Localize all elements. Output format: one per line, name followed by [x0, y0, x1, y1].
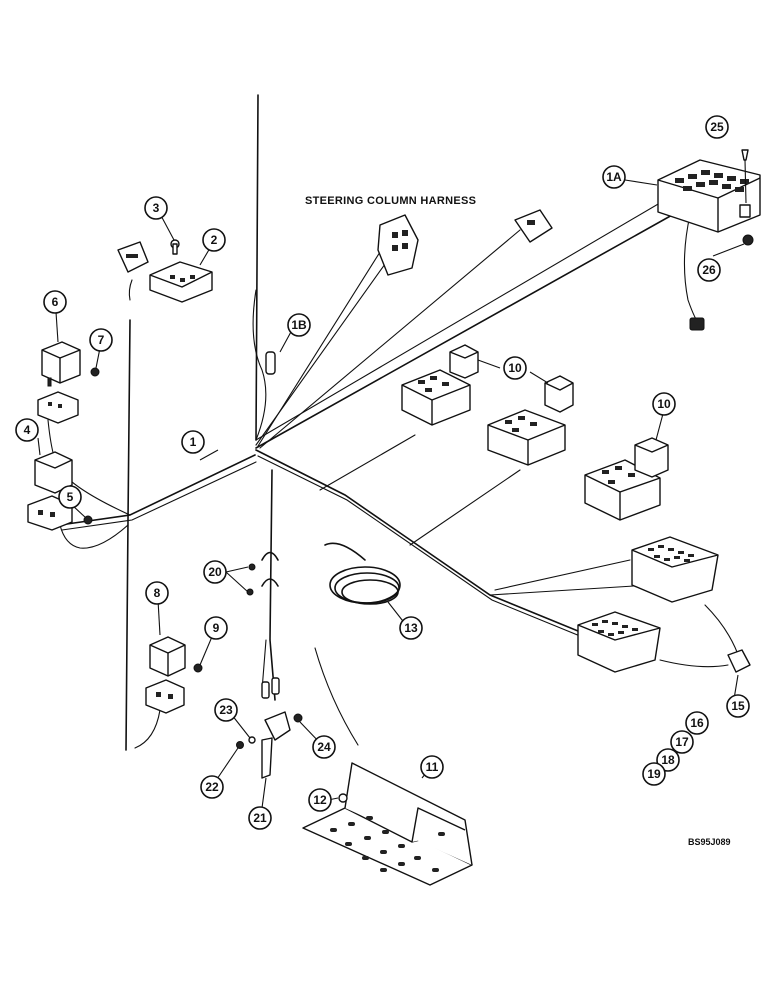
- nut-26: [742, 234, 754, 246]
- relay-8: [145, 636, 186, 714]
- svg-text:3: 3: [153, 201, 160, 215]
- callout-8: 8: [145, 581, 169, 605]
- svg-text:5: 5: [67, 490, 74, 504]
- callout-16: 16: [685, 711, 709, 735]
- bracket-11: [302, 647, 473, 886]
- callout-10-centre: 10: [503, 356, 527, 380]
- callout-4: 4: [15, 418, 39, 442]
- relay-socket-4: [27, 391, 79, 531]
- bolt-12: [338, 793, 348, 803]
- svg-text:11: 11: [426, 760, 439, 774]
- callout-11: 11: [420, 755, 444, 779]
- clamps-20: [246, 551, 279, 596]
- relay-10-right: [634, 437, 669, 478]
- svg-text:10: 10: [657, 397, 671, 411]
- relay-10-centre: [449, 344, 479, 379]
- switch-connector-2: [149, 261, 213, 303]
- callout-24: 24: [312, 735, 336, 759]
- callout-18: 18: [656, 748, 680, 772]
- nut-24: [293, 713, 303, 723]
- callout-2: 2: [202, 228, 226, 252]
- svg-text:13: 13: [404, 621, 418, 635]
- screw-25: [741, 149, 749, 204]
- callout-7: 7: [89, 328, 113, 352]
- svg-text:19: 19: [647, 767, 661, 781]
- fuse-block-upper-right: [631, 536, 719, 603]
- callout-19: 19: [642, 762, 666, 786]
- bolt-9: [193, 663, 203, 673]
- harness-label: STEERING COLUMN HARNESS: [305, 195, 476, 207]
- callout-6: 6: [43, 290, 67, 314]
- relay-10-centre-2: [544, 375, 574, 413]
- steering-column-connector-large: [377, 214, 419, 276]
- relay-socket-right: [584, 459, 661, 521]
- svg-text:24: 24: [317, 740, 331, 754]
- callout-20: 20: [203, 560, 227, 584]
- callout-10-right: 10: [652, 392, 676, 416]
- svg-text:1B: 1B: [291, 318, 307, 332]
- svg-text:22: 22: [205, 780, 219, 794]
- svg-text:17: 17: [675, 735, 689, 749]
- main-harness-wires: [47, 94, 741, 751]
- callout-13: 13: [399, 616, 423, 640]
- fuse-box-1a: [657, 159, 761, 331]
- callout-1a: 1A: [602, 165, 626, 189]
- svg-text:23: 23: [219, 703, 233, 717]
- svg-text:1A: 1A: [606, 170, 622, 184]
- svg-text:4: 4: [24, 423, 31, 437]
- svg-text:21: 21: [253, 811, 267, 825]
- bolt-7: [90, 367, 100, 377]
- callout-15: 15: [726, 694, 750, 718]
- svg-text:2: 2: [211, 233, 218, 247]
- callout-3: 3: [144, 196, 168, 220]
- svg-text:15: 15: [731, 699, 745, 713]
- svg-text:6: 6: [52, 295, 59, 309]
- callout-9: 9: [204, 616, 228, 640]
- svg-text:1: 1: [190, 435, 197, 449]
- callout-25: 25: [705, 115, 729, 139]
- svg-text:18: 18: [661, 753, 675, 767]
- reference-code: BS95J089: [688, 837, 731, 847]
- switch-21: [261, 677, 291, 779]
- relay-6: [41, 341, 81, 387]
- callout-5: 5: [58, 485, 82, 509]
- svg-text:10: 10: [508, 361, 522, 375]
- harness-coil-13: [324, 542, 401, 605]
- svg-text:8: 8: [154, 586, 161, 600]
- callout-23: 23: [214, 698, 238, 722]
- relay-socket-centre-2: [487, 409, 566, 466]
- fuse-15: [727, 649, 751, 673]
- svg-text:25: 25: [710, 120, 724, 134]
- callout-1: 1: [181, 430, 205, 454]
- fuse-block-lower-right: [577, 611, 661, 673]
- callout-21: 21: [248, 806, 272, 830]
- svg-text:7: 7: [98, 333, 105, 347]
- svg-text:16: 16: [690, 716, 704, 730]
- callout-22: 22: [200, 775, 224, 799]
- screw-3: [170, 239, 180, 255]
- steering-column-connector-small: [514, 209, 553, 243]
- connector-plug-left-top: [117, 241, 149, 273]
- callout-1b: 1B: [287, 313, 311, 337]
- svg-text:9: 9: [213, 621, 220, 635]
- inline-fuse-1b: [265, 351, 276, 375]
- svg-text:26: 26: [702, 263, 716, 277]
- callout-17: 17: [670, 730, 694, 754]
- relay-socket-centre-1: [401, 369, 471, 426]
- callout-12: 12: [308, 788, 332, 812]
- screw-22: [236, 741, 244, 749]
- svg-text:20: 20: [208, 565, 222, 579]
- washer-23: [248, 736, 256, 744]
- svg-text:12: 12: [313, 793, 327, 807]
- callout-26: 26: [697, 258, 721, 282]
